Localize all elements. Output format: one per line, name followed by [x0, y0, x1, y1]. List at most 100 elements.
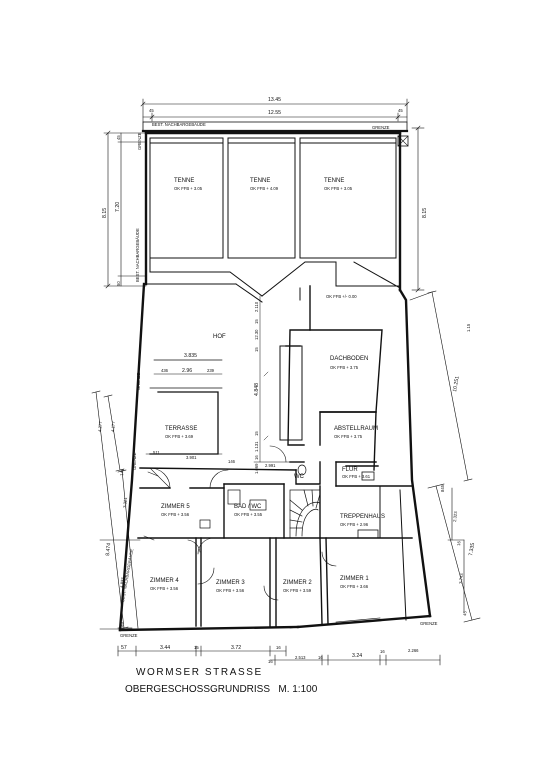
dim-hof-1069: 1.069: [254, 463, 259, 474]
central-walls: [139, 461, 413, 539]
dim-right-845: 845: [440, 484, 445, 492]
bottom-dimension-lines: [117, 645, 441, 666]
dim-bottom-16b: 16: [268, 659, 273, 664]
room-level-tenne-3: OK FFB + 3.05: [324, 186, 353, 191]
dim-bottom-2266: 2.266: [408, 648, 419, 653]
dim-bottom-372: 3.72: [231, 645, 241, 651]
hof-dachboden-walls: [279, 285, 383, 471]
left-lower-dimension-lines: [91, 390, 141, 630]
dim-left-141: 141: [119, 468, 125, 476]
dim-left-8474: 8.474: [105, 543, 112, 557]
tenne-structure: [145, 135, 409, 303]
dim-left-upper-45: 45: [116, 135, 121, 140]
dim-hof-1230: 12.30: [254, 329, 259, 340]
dim-terrace-146: 146: [228, 459, 236, 464]
street-name: WORMSER STRASSE: [136, 667, 263, 678]
label-best-top: BEST. NACHBARGEBÄUDE: [152, 122, 206, 127]
dim-hof-296: 2.96: [182, 368, 192, 374]
dim-left-4277: 4.277: [97, 420, 103, 432]
room-name-zimmer-1: ZIMMER 1: [340, 576, 369, 582]
room-name-abstellraum: ABSTELLRAUM: [334, 426, 378, 432]
room-level-zimmer-2: OK FFB + 3.59: [283, 588, 312, 593]
dim-hof-15a: 15: [254, 319, 259, 324]
label-grenze-bottom-right: GRENZE: [420, 621, 438, 626]
dim-bottom-16a: 16: [276, 645, 281, 650]
dim-right-upper: 8.15: [422, 208, 428, 218]
staircase: [289, 489, 321, 539]
dim-terrace-511: 511: [153, 450, 160, 455]
room-name-zimmer-3: ZIMMER 3: [216, 580, 245, 586]
label-grenze-left-low: GRENZE: [132, 452, 137, 470]
room-name-zimmer-5: ZIMMER 5: [161, 504, 190, 510]
room-level-treppenhaus: OK FFB + 2.96: [340, 522, 369, 527]
dim-hof-16a: 16: [254, 455, 259, 460]
label-grenze-bottom-left: GRENZE: [120, 633, 138, 638]
room-level-tenne-2: OK FFB + 4.09: [250, 186, 279, 191]
room-labels: TENNE OK FFB + 3.05 TENNE OK FFB + 4.09 …: [150, 178, 385, 593]
drawing-title: OBERGESCHOSSGRUNDRISS M. 1:100: [125, 684, 318, 695]
room-level-zimmer-5: OK FFB + 3.56: [161, 512, 190, 517]
dim-terrace-3901: 3.901: [186, 455, 197, 460]
dim-bottom-15a: 15: [194, 645, 199, 650]
room-name-terrasse: TERRASSE: [165, 426, 197, 432]
window-marks: [117, 471, 381, 629]
top-dimension-lines: [140, 98, 410, 123]
dim-right-45: 45: [462, 610, 468, 616]
room-name-bad-wc: BAD / WC: [234, 504, 262, 510]
room-level-abstellraum: OK FFB + 3.75: [334, 434, 363, 439]
dim-hof-2110: 2.110: [254, 301, 259, 312]
dim-hof-15c: 15: [254, 431, 259, 436]
room-name-tenne-3: TENNE: [324, 178, 344, 184]
room-name-zimmer-4: ZIMMER 4: [150, 578, 179, 584]
dim-left-4177: 4.177: [110, 420, 116, 432]
room-name-zimmer-2: ZIMMER 2: [283, 580, 312, 586]
dim-right-115: 1.15: [466, 323, 471, 332]
dim-left-inner-upper: 7.20: [115, 202, 121, 212]
room-name-wc: WC: [294, 474, 305, 480]
dim-hof-3835: 3.835: [184, 353, 197, 359]
dim-bottom-324: 3.24: [352, 653, 362, 659]
exterior-walls: [118, 131, 432, 632]
boundary-labels: BEST. NACHBARGEBÄUDE GRENZE BEST. NACHBA…: [120, 122, 438, 638]
right-dimension-lines: [409, 125, 481, 623]
room-name-tenne-2: TENNE: [250, 178, 270, 184]
dim-bottom-2513: 2.513: [295, 655, 306, 660]
room-level-zimmer-1: OK FFB + 3.66: [340, 584, 369, 589]
label-grenze-left-top: GRENZE: [137, 132, 142, 150]
label-grenze-top: GRENZE: [372, 125, 390, 130]
label-grenze-left-mid: GRENZE: [136, 372, 141, 390]
dim-right-3743: 3.743: [458, 572, 464, 584]
neighbor-building-top: [141, 121, 409, 133]
dim-left-upper-50: 50: [116, 281, 121, 286]
dim-right-total: 10.251: [452, 376, 461, 393]
dim-bottom-16d: 16: [380, 649, 385, 654]
dim-left-4833: 4.833: [119, 576, 125, 588]
level-okffb-zero: OK FFB +/- 0.00: [326, 294, 357, 299]
dim-bottom-16c: 16: [318, 655, 323, 660]
dim-bottom-344: 3.44: [160, 645, 170, 651]
room-level-flur: OK FFB + 3.61: [342, 474, 371, 479]
dim-top-left-45: 45: [149, 108, 154, 113]
room-name-treppenhaus: TREPPENHAUS: [340, 514, 385, 520]
door-swings: [149, 445, 337, 601]
dim-hof-436: 436: [161, 368, 169, 373]
left-upper-dimension-lines: [103, 130, 147, 289]
dim-bottom-57: 57: [121, 645, 127, 651]
room-name-hof: HOF: [213, 334, 226, 340]
dim-terrace-2991: 2.991: [265, 463, 276, 468]
room-level-bad-wc: OK FFB + 3.55: [234, 512, 263, 517]
label-best-left-lower: BEST. NACHBARGEBÄUDE: [120, 548, 134, 602]
bedroom-walls: [137, 485, 413, 627]
hof-dimension-lines: [145, 295, 291, 463]
dim-right-2323: 2.323: [452, 510, 458, 522]
room-level-dachboden: OK FFB + 3.75: [330, 365, 359, 370]
dim-right-7335: 7.335: [468, 542, 476, 556]
room-name-tenne-1: TENNE: [174, 178, 194, 184]
dim-top-right-45: 45: [398, 108, 403, 113]
dim-right-16: 16: [456, 540, 462, 546]
dim-left-89: 89: [119, 621, 125, 627]
label-best-left-upper: BEST. NACHBARGEBÄUDE: [135, 228, 140, 282]
bath-fixtures: [199, 464, 307, 529]
room-name-flur: FLUR: [342, 467, 358, 473]
